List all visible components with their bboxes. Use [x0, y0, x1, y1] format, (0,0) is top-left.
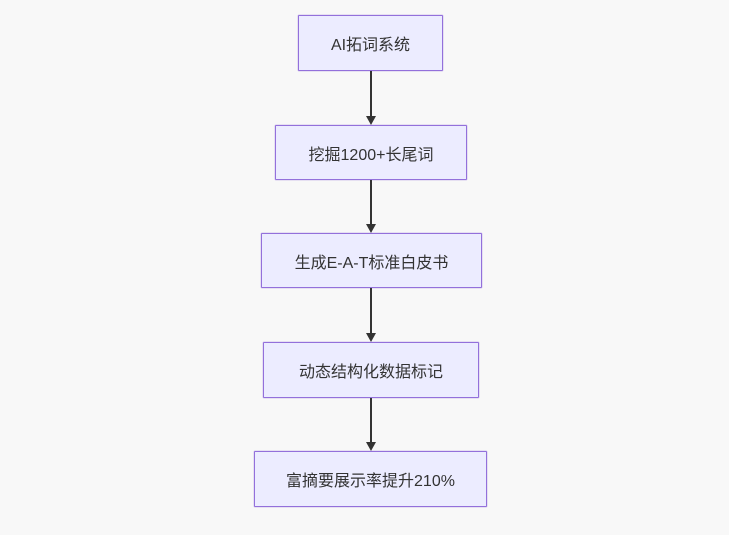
arrow-line	[370, 180, 372, 225]
flowchart-node-structured-data-markup: 动态结构化数据标记	[263, 342, 479, 398]
flowchart-node-longtail-mining: 挖掘1200+长尾词	[275, 125, 467, 180]
node-label: 动态结构化数据标记	[298, 364, 443, 381]
node-label: AI拓词系统	[330, 37, 411, 54]
arrow-line	[370, 288, 372, 334]
arrow-down-icon	[366, 116, 376, 125]
arrow-line	[370, 398, 372, 443]
node-label: 挖掘1200+长尾词	[308, 146, 434, 164]
edge-connector	[365, 398, 377, 451]
arrow-down-icon	[366, 333, 376, 342]
node-label: 生成E-A-T标准白皮书	[294, 254, 449, 272]
edge-connector	[365, 71, 377, 125]
node-label: 富摘要展示率提升210%	[286, 473, 455, 490]
edge-connector	[365, 180, 377, 233]
flowchart-node-rich-snippet-result: 富摘要展示率提升210%	[254, 451, 487, 507]
edge-connector	[365, 288, 377, 342]
flowchart-node-ai-keyword-system: AI拓词系统	[298, 15, 443, 71]
arrow-down-icon	[366, 224, 376, 233]
flowchart-node-eat-whitepaper: 生成E-A-T标准白皮书	[261, 233, 482, 288]
arrow-line	[370, 71, 372, 117]
arrow-down-icon	[366, 442, 376, 451]
